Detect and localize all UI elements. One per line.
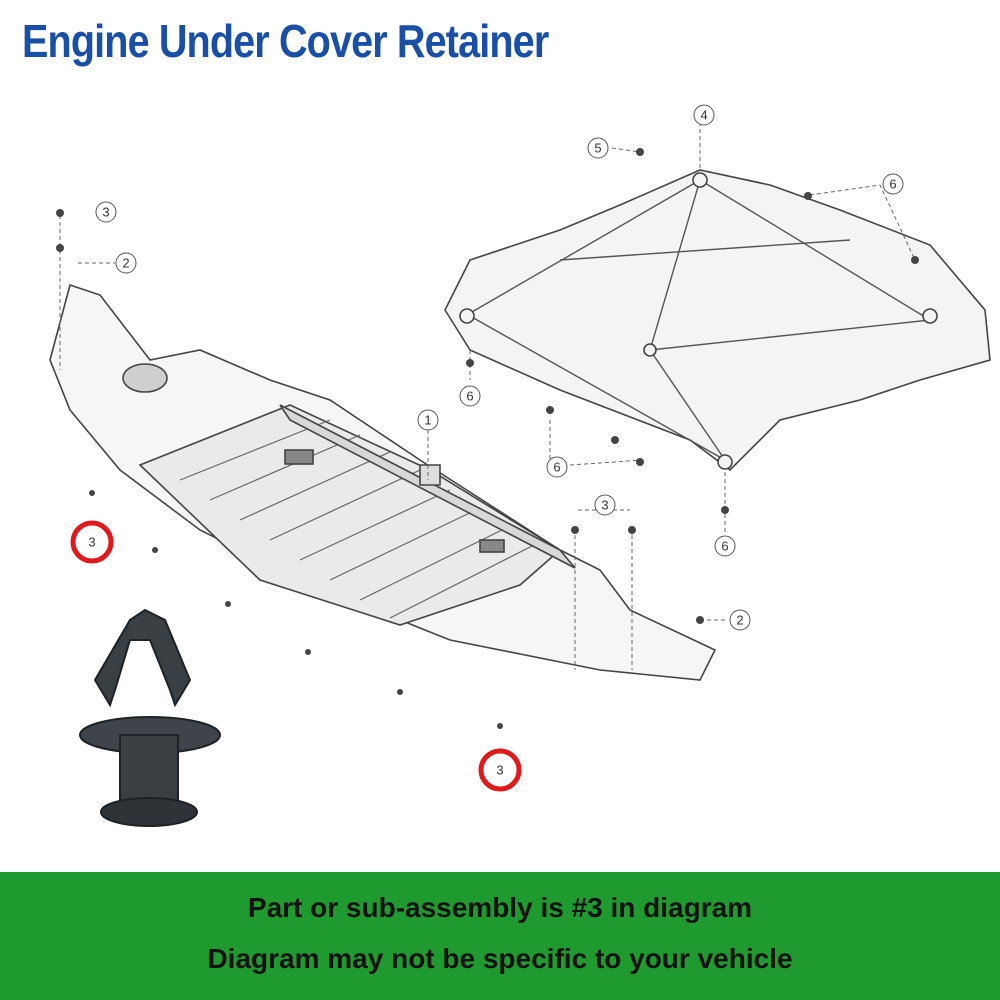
engine-under-cover-upper xyxy=(444,169,991,472)
callout-3-highlighted: 3 xyxy=(478,748,522,792)
leader-lines xyxy=(59,122,916,670)
callout-4: 4 xyxy=(693,104,715,126)
svg-text:6: 6 xyxy=(721,539,728,554)
svg-text:3: 3 xyxy=(496,763,503,778)
svg-text:3: 3 xyxy=(601,498,608,513)
engine-under-cover-front xyxy=(49,283,717,681)
callout-3: 3 xyxy=(594,494,616,516)
callout-6: 6 xyxy=(714,535,736,557)
page-title: Engine Under Cover Retainer xyxy=(22,15,549,67)
svg-text:3: 3 xyxy=(102,205,109,220)
svg-text:5: 5 xyxy=(594,141,601,156)
callout-5: 5 xyxy=(587,137,609,159)
callouts: 3 2 1 3 4 5 6 6 6 6 3 2 3 xyxy=(70,104,904,792)
svg-text:2: 2 xyxy=(122,256,129,271)
retainer-clip-photo xyxy=(79,608,221,827)
callout-1: 1 xyxy=(417,409,439,431)
callout-3: 3 xyxy=(95,201,117,223)
svg-text:6: 6 xyxy=(466,389,473,404)
clip-markers xyxy=(56,148,919,729)
footer-note-part-number: Part or sub-assembly is #3 in diagram xyxy=(247,892,753,923)
svg-text:6: 6 xyxy=(889,177,896,192)
callout-6: 6 xyxy=(882,173,904,195)
callout-3-highlighted: 3 xyxy=(70,520,114,564)
parts-diagram: 3 2 1 3 4 5 6 6 6 6 3 2 3 xyxy=(49,104,991,827)
callout-6: 6 xyxy=(459,385,481,407)
footer-note-disclaimer: Diagram may not be specific to your vehi… xyxy=(207,943,793,974)
svg-text:4: 4 xyxy=(700,108,707,123)
callout-2: 2 xyxy=(729,609,751,631)
callout-2: 2 xyxy=(115,252,137,274)
footer-banner: Part or sub-assembly is #3 in diagram Di… xyxy=(0,872,1000,1000)
svg-text:2: 2 xyxy=(736,613,743,628)
svg-text:6: 6 xyxy=(553,460,560,475)
callout-6: 6 xyxy=(546,456,568,478)
svg-text:1: 1 xyxy=(424,413,431,428)
svg-text:3: 3 xyxy=(88,535,95,550)
